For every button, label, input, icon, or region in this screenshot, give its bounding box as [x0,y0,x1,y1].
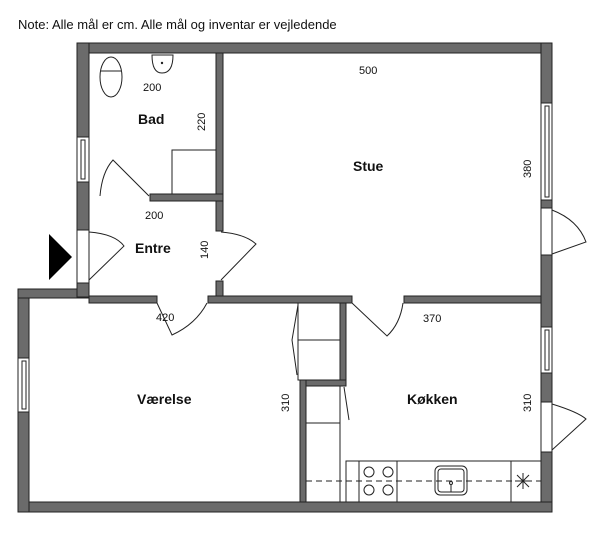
exterior-walls [17,42,553,513]
room-label-vaerelse: Værelse [137,391,192,407]
room-label-stue: Stue [353,158,384,174]
dim-kokken-width: 370 [423,313,441,325]
shower [171,149,217,195]
windows [17,102,553,413]
sink-icon [434,465,468,496]
dim-vaerelse-depth: 310 [280,394,292,412]
plan-note: Note: Alle mål er cm. Alle mål og invent… [18,17,337,32]
stove-icon [363,466,394,496]
dim-bad-width: 200 [143,82,161,94]
toilet-icon [99,56,123,98]
dim-stue-width: 500 [359,65,377,77]
washbasin-icon [151,54,174,74]
dim-bad-depth: 220 [196,113,208,131]
dim-entre-width: 200 [145,210,163,222]
room-label-bad: Bad [138,111,164,127]
room-label-kokken: Køkken [407,391,458,407]
fridge-icon [515,473,531,489]
dim-entre-depth: 140 [199,241,211,259]
room-label-entre: Entre [135,240,171,256]
dim-kokken-depth: 310 [522,394,534,412]
doors [76,159,587,453]
kitchen-counter [306,460,542,503]
dim-stue-depth: 380 [522,160,534,178]
dim-vaerelse-width: 420 [156,312,174,324]
wardrobe [291,302,350,503]
entrance-arrow-icon [49,234,72,280]
